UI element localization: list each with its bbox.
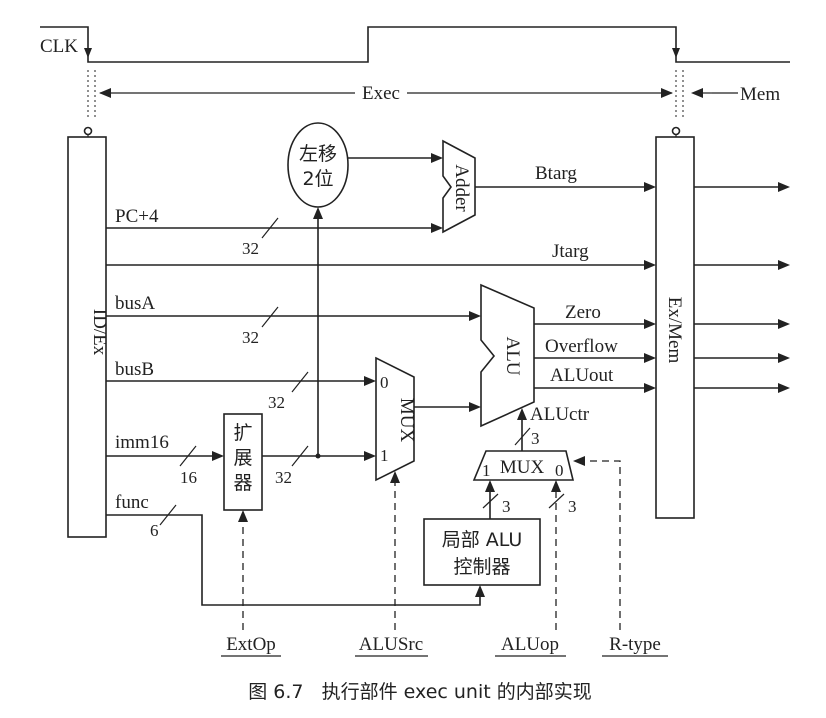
busa-label: busA — [115, 293, 155, 314]
func-label: func — [115, 492, 149, 513]
aluctr-signal: ALUctr 3 — [514, 404, 590, 451]
aluop-mux: 1 MUX 0 — [472, 450, 575, 481]
exec-label: Exec — [362, 83, 400, 104]
ext-out-width: 32 — [275, 468, 292, 487]
aluout-label: ALUout — [550, 365, 614, 386]
busa-signal: busA 32 — [106, 293, 481, 347]
busa-width: 32 — [242, 328, 259, 347]
mem-label: Mem — [740, 84, 780, 105]
mux-op-in0-width: 3 — [568, 497, 577, 516]
ex-mem-register: Ex/Mem — [655, 126, 695, 519]
ext-out-signal: 32 — [262, 207, 376, 487]
figure-caption: 图 6.7 执行部件 exec unit 的内部实现 — [248, 681, 591, 703]
rtype-label: R-type — [609, 634, 661, 655]
local-alu-controller: 局部 ALU 控制器 — [423, 518, 541, 586]
id-ex-label: ID/Ex — [89, 309, 110, 356]
adder: Adder — [442, 139, 476, 234]
func-width: 6 — [150, 521, 159, 540]
alusrc-signal — [390, 471, 400, 630]
mux-src-label: MUX — [396, 398, 417, 443]
mux-op-in1-width: 3 — [502, 497, 511, 516]
shift-label-1: 左移 — [299, 143, 337, 165]
ctrl-to-mux-signal: 3 — [482, 480, 511, 519]
zero-label: Zero — [565, 302, 601, 323]
ext-char-1: 扩 — [233, 422, 252, 444]
imm16-signal: imm16 16 — [106, 432, 224, 487]
func-signal: func 6 — [106, 492, 485, 606]
aluop-signal: 3 — [548, 480, 577, 630]
busb-width: 32 — [268, 393, 285, 412]
pc4-signal: PC+4 32 — [106, 206, 443, 258]
jtarg-label: Jtarg — [552, 241, 589, 262]
clock-waveform: CLK Exec Mem — [40, 26, 790, 118]
shift-to-adder — [348, 153, 443, 163]
pc4-label: PC+4 — [115, 206, 159, 227]
pc4-width: 32 — [242, 239, 259, 258]
alusrc-mux: MUX 0 1 — [375, 356, 417, 482]
extop-label: ExtOp — [226, 634, 276, 655]
local-ctrl-line1: 局部 ALU — [442, 529, 523, 551]
mux-op-label: MUX — [500, 457, 545, 478]
imm16-width: 16 — [180, 468, 197, 487]
overflow-label: Overflow — [545, 336, 618, 357]
btarg-label: Btarg — [535, 163, 577, 184]
shift-label-2: 2位 — [302, 168, 333, 190]
control-labels: ExtOp ALUSrc ALUop R-type — [221, 634, 668, 657]
aluop-label: ALUop — [501, 634, 559, 655]
alu-label: ALU — [502, 336, 523, 375]
local-ctrl-line2: 控制器 — [453, 556, 510, 578]
rtype-signal — [573, 456, 621, 630]
clk-label: CLK — [40, 36, 78, 57]
jtarg-signal: Jtarg — [106, 241, 656, 270]
mux-src-in1: 1 — [380, 446, 389, 465]
alusrc-label: ALUSrc — [359, 634, 423, 655]
extop-signal — [238, 510, 248, 630]
shift-left-2: 左移 2位 — [287, 122, 349, 208]
alu: ALU — [480, 283, 535, 428]
mux-op-in1: 1 — [482, 461, 491, 480]
btarg-signal: Btarg — [475, 163, 656, 192]
id-ex-register: ID/Ex — [67, 126, 110, 538]
adder-label: Adder — [451, 164, 472, 212]
sign-extender: 扩 展 器 — [223, 413, 263, 511]
ext-char-2: 展 — [233, 447, 252, 469]
mux-op-in0: 0 — [555, 461, 564, 480]
ex-mem-outputs — [694, 182, 790, 393]
alu-outputs: Zero Overflow ALUout — [534, 302, 656, 393]
imm16-label: imm16 — [115, 432, 169, 453]
ex-mem-label: Ex/Mem — [664, 297, 685, 364]
aluctr-width: 3 — [531, 429, 540, 448]
busb-signal: busB 32 — [106, 359, 376, 412]
aluctr-label: ALUctr — [530, 404, 590, 425]
mux-src-in0: 0 — [380, 373, 389, 392]
mux-to-alu — [414, 402, 481, 412]
ext-char-3: 器 — [233, 472, 252, 494]
busb-label: busB — [115, 359, 154, 380]
